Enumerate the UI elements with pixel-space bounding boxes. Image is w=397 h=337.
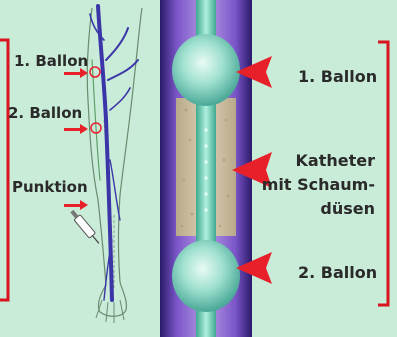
balloon-2 [172, 240, 240, 312]
left-label-balloon2: 2. Ballon [8, 104, 82, 122]
left-label-balloon1: 1. Ballon [14, 52, 88, 70]
left-label-puncture: Punktion [12, 178, 88, 196]
right-label-catheter-line2: mit Schaum- [262, 175, 375, 194]
right-label-balloon2: 2. Ballon [298, 263, 377, 282]
balloon-1 [172, 34, 240, 106]
right-label-catheter-line1: Katheter [296, 151, 376, 170]
right-label-balloon1: 1. Ballon [298, 67, 377, 86]
left-panel-background [0, 0, 158, 337]
right-label-catheter-line3: düsen [320, 199, 375, 218]
